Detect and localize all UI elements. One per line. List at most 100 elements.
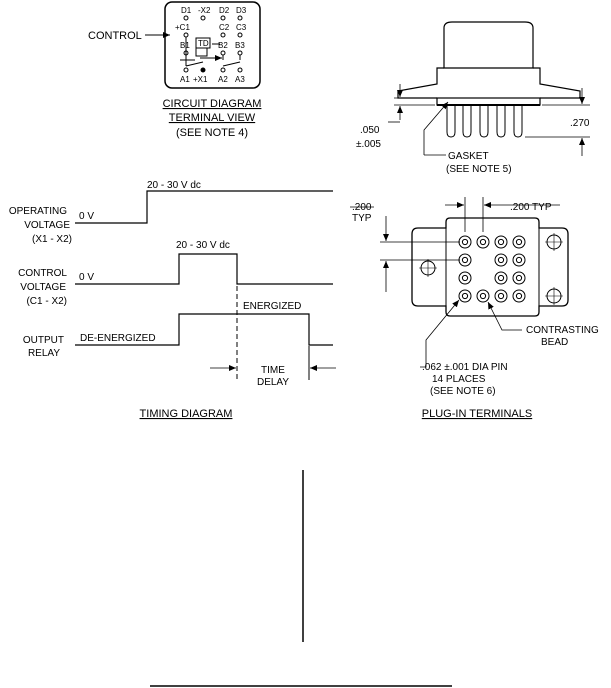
pin-d2 — [220, 15, 226, 21]
circuit-caption-2: TERMINAL VIEW — [169, 112, 256, 124]
terminal-pin — [494, 235, 508, 249]
deenergized-label: DE-ENERGIZED — [80, 333, 156, 344]
pin-grid — [458, 235, 526, 303]
pin-a1 — [183, 67, 189, 73]
circuit-outline — [164, 1, 261, 89]
circuit-diagram: CONTROL D1 -X2 D2 D3 +C1 C2 C3 TD B1 B2 … — [88, 1, 262, 139]
timing-caption: TIMING DIAGRAM — [140, 408, 233, 420]
pin-dia-label-2: 14 PLACES — [432, 374, 486, 385]
control-label: CONTROL — [88, 30, 142, 42]
output-label-1: OUTPUT — [23, 335, 64, 346]
terminal-pin — [512, 253, 526, 267]
terminal-pin — [458, 235, 472, 249]
terminal-pin — [494, 253, 508, 267]
pin-x1 — [200, 67, 206, 73]
pin-dia-label-1: .062 ±.001 DIA PIN — [422, 362, 508, 373]
pin-label-a1: A1 — [180, 75, 190, 84]
operating-label-2: VOLTAGE — [24, 220, 70, 231]
pin-label-c3: C3 — [236, 23, 247, 32]
pin-c2 — [220, 32, 226, 38]
gasket-label-2: (SEE NOTE 5) — [446, 164, 512, 175]
terminal-pin — [494, 289, 508, 303]
terminal-pin — [512, 271, 526, 285]
pin-d3 — [237, 15, 243, 21]
pin-label-c1: +C1 — [175, 23, 190, 32]
operating-voltage-trace — [75, 190, 333, 224]
relay-pins — [446, 105, 523, 138]
operating-label-3: (X1 - X2) — [32, 234, 72, 245]
pin-label-a2: A2 — [218, 75, 228, 84]
pin-dia-leader — [420, 299, 460, 368]
control-voltage-trace — [75, 253, 333, 285]
gasket-leader — [423, 101, 449, 155]
dim-typ-label: TYP — [352, 213, 372, 224]
energized-label: ENERGIZED — [243, 301, 301, 312]
plugin-terminals: .200 TYP .200 TYP CONTRASTING BEAD .062 … — [350, 197, 599, 420]
td-label: TD — [198, 39, 209, 48]
mount-hole-top-right — [545, 233, 563, 251]
relay-side-view: .050 ±.005 .270 GASKET (SEE NOTE 5) — [356, 21, 590, 175]
timing-diagram: 20 - 30 V dc 0 V OPERATING VOLTAGE (X1 -… — [9, 180, 336, 420]
pin-label-x1: +X1 — [193, 75, 208, 84]
pin-label-x2: -X2 — [198, 6, 211, 15]
circuit-caption-1: CIRCUIT DIAGRAM — [163, 98, 262, 110]
pin-dia-label-3: (SEE NOTE 6) — [430, 386, 496, 397]
pin-label-b2: B2 — [218, 41, 228, 50]
voltage-label-control: 20 - 30 V dc — [176, 240, 230, 251]
plugin-caption: PLUG-IN TERMINALS — [422, 408, 532, 420]
terminal-pin — [494, 271, 508, 285]
contrasting-bead-label-2: BEAD — [541, 337, 568, 348]
dim-050-value: .050 — [360, 125, 380, 136]
plugin-base-outline — [411, 217, 569, 317]
gasket-strip — [436, 97, 541, 106]
pin-label-c2: C2 — [219, 23, 230, 32]
pin-label-b1: B1 — [180, 41, 190, 50]
dim-200-label: .200 — [352, 202, 372, 213]
dim-200-typ-label: .200 TYP — [510, 202, 552, 213]
terminal-pin-contrasting-bead — [476, 289, 490, 303]
terminal-pin — [512, 235, 526, 249]
circuit-wiring — [180, 37, 241, 67]
control-label-3: (C1 - X2) — [26, 296, 67, 307]
voltage-label-operating: 20 - 30 V dc — [147, 180, 201, 191]
pin-label-d1: D1 — [181, 6, 192, 15]
operating-label-1: OPERATING — [9, 206, 67, 217]
output-relay-trace — [75, 313, 333, 346]
mounting-flanges — [397, 67, 581, 99]
td-box — [195, 37, 211, 49]
dim-270-value: .270 — [570, 118, 590, 129]
output-label-2: RELAY — [28, 348, 60, 359]
pin-b2 — [220, 50, 226, 56]
circuit-caption-3: (SEE NOTE 4) — [176, 127, 248, 139]
terminal-pin — [458, 253, 472, 267]
contrasting-bead-leader — [487, 301, 522, 331]
control-label-2: VOLTAGE — [20, 282, 66, 293]
operating-zero-label: 0 V — [79, 211, 94, 222]
pin-x2 — [200, 15, 206, 21]
pin-label-a3: A3 — [235, 75, 245, 84]
terminal-pin — [458, 271, 472, 285]
time-delay-label-2: DELAY — [257, 377, 289, 388]
pin-a2 — [220, 67, 226, 73]
pin-a3 — [237, 67, 243, 73]
pin-label-b3: B3 — [235, 41, 245, 50]
mount-hole-bottom-right — [545, 287, 563, 305]
gasket-label-1: GASKET — [448, 151, 489, 162]
control-zero-label: 0 V — [79, 272, 94, 283]
pin-d1 — [183, 15, 189, 21]
relay-can — [443, 21, 534, 69]
mount-hole-left — [419, 259, 437, 277]
terminal-pin — [476, 235, 490, 249]
pin-c3 — [237, 32, 243, 38]
pin-label-d2: D2 — [219, 6, 230, 15]
pin-b3 — [237, 50, 243, 56]
terminal-pin — [458, 289, 472, 303]
terminal-pin — [512, 289, 526, 303]
pin-label-d3: D3 — [236, 6, 247, 15]
time-delay-label-1: TIME — [261, 365, 285, 376]
dim-050-tolerance: ±.005 — [356, 139, 381, 150]
pin-c1 — [183, 32, 189, 38]
control-label-1: CONTROL — [18, 268, 67, 279]
contrasting-bead-label-1: CONTRASTING — [526, 325, 599, 336]
